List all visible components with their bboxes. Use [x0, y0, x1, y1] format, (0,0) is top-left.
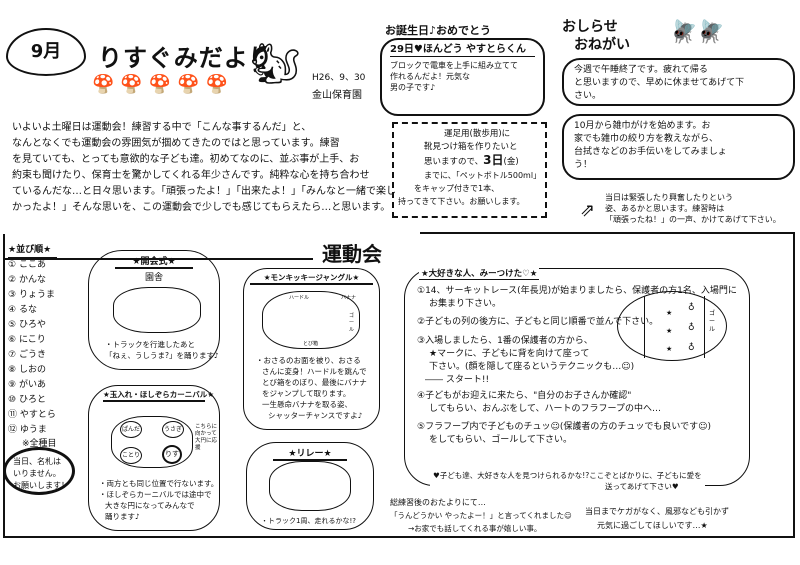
page-title: りすぐみだより [98, 44, 274, 72]
notice-item-2: 10月から雑巾がけを始めます。お家でも雑巾の絞り方を教えながら、台拭きなどのお手… [562, 114, 795, 180]
month-badge: 9月 [6, 28, 86, 76]
school-name: 金山保育園 [312, 90, 362, 101]
frame-top-left [3, 258, 313, 260]
field-diagram: ぱんだ うさぎ ことり りす [111, 416, 193, 468]
dragonfly-illustration: 🪰🪰 [670, 20, 725, 45]
field-diagram [113, 287, 201, 333]
frame-top-right [420, 232, 795, 234]
notice-item-1: 今週で午睡終了です。疲れて帰ると思いますので、早めに休ませてあげて下さい。 [562, 58, 795, 106]
monkey-jungle-box: ★モンキッキージャングル★ ハードル バナナ ゴール とび箱 ・おさるのお面を被… [243, 268, 380, 430]
health-note: 当日までケガがなく、風邪なども引かず 元気に過ごしてほしいです…★ [585, 507, 729, 530]
list-item: ① ここあ [8, 260, 46, 270]
list-item: ⑥ にこり [8, 335, 46, 345]
mushroom-decoration: 🍄🍄🍄🍄🍄 [92, 74, 235, 95]
notice-title: おしらせおねがい [562, 19, 630, 53]
birthday-title: お誕生日♪おめでとう [385, 24, 492, 37]
daisuki-closing: ♥子ども達、大好きな人を見つけられるかな!?ここぞとばかりに、子どもに愛を 送っ… [430, 470, 705, 492]
arrow-icon: ⇗ [580, 200, 596, 221]
list-item: ② かんな [8, 275, 46, 285]
list-item: ⑧ しおの [8, 365, 46, 375]
list-item: ⑤ ひろや [8, 320, 46, 330]
order-list: ★並び順★ ① ここあ ② かんな ③ りょうま ④ るな ⑤ ひろや ⑥ にこ… [8, 245, 57, 449]
birthday-box: 29日♥ほんどう やすとらくん ブロックで電車を上手に組み立てて 作れるんだよ！… [380, 38, 545, 116]
list-item: ⑫ ゆうま [8, 425, 47, 435]
field-diagram: ハードル バナナ ゴール とび箱 [262, 291, 360, 349]
birthday-name: 29日♥ほんどう やすとらくん [390, 43, 535, 57]
list-item: ③ りょうま [8, 290, 55, 300]
name-tag-note: 当日、名札は いりません。 お願いします！ [3, 447, 75, 495]
field-diagram [269, 461, 351, 511]
day-note: 当日は緊張したり興奮したりという 姿、あるかと思います。練習時は 「頑張ったね！… [605, 193, 781, 224]
practice-note: 総練習後のおたよりにて… 「うんどうかい やったよー！」と言ってくれました☺ →… [390, 498, 572, 533]
opening-ceremony-box: ★開会式★ 園舎 ・トラックを行進したあと 「ねぇ、うしうま?」を踊ります♪ [88, 250, 220, 370]
sports-day-title: 運動会 [318, 238, 386, 267]
relay-box: ★リレー★ ・トラック1周、走れるかな!? [246, 442, 374, 530]
intro-paragraph: いよいよ土曜日は運動会！練習する中で「こんな事するんだ」と、 なんとなくでも運動… [12, 122, 396, 213]
daisuki-box: ★大好きな人、みーつけた♡★ ①14、サーキットレース(年長児)が始まりましたら… [404, 267, 750, 486]
list-item: ⑪ やすとら [8, 410, 56, 420]
list-item: ⑨ がいあ [8, 380, 46, 390]
shoebox-notice: 運足用(散歩用)に 靴見つけ箱を作りたいと 思いますので、3日(金) までに、「… [392, 122, 547, 218]
deadline: 3日 [483, 153, 504, 167]
list-item: ⑦ ごうき [8, 350, 46, 360]
sports-day-frame [3, 234, 795, 538]
issue-date: H26、9、30 [312, 73, 366, 83]
goal-field-diagram: ★★★ ♁♁♁ ゴール [617, 291, 727, 361]
squirrel-illustration: 🐿 [250, 41, 301, 87]
list-item: ⑩ ひろと [8, 395, 46, 405]
tamaire-box: ★玉入れ・ほしぞらカーニバル★ ぱんだ うさぎ ことり りす こちらに向かって大… [88, 385, 220, 531]
list-item: ④ るな [8, 305, 37, 315]
